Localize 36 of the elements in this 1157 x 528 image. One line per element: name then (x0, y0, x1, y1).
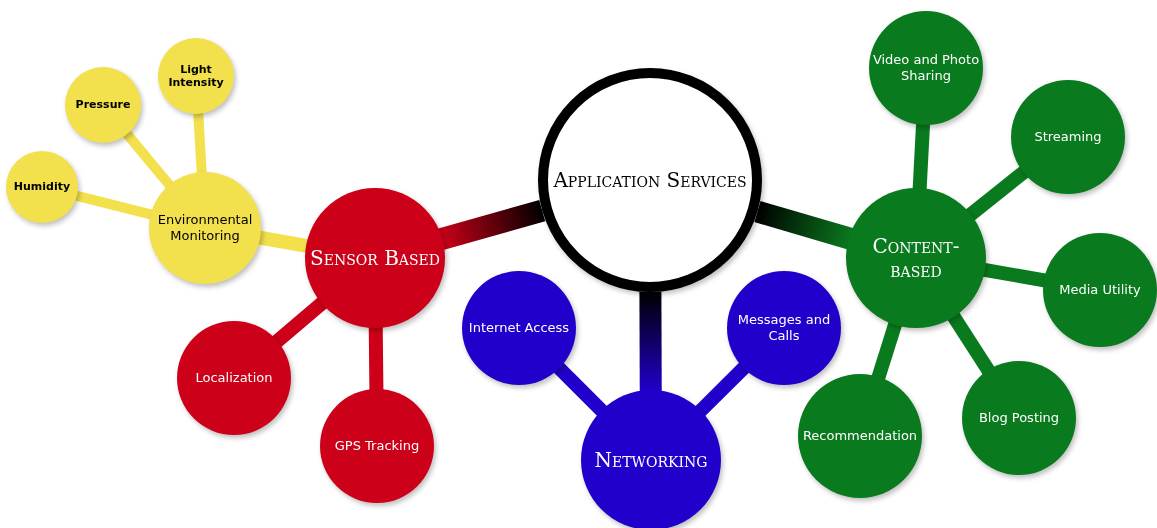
topic-circle (846, 188, 986, 328)
subtopic-circle (962, 361, 1076, 475)
branch-connector (368, 325, 384, 392)
leaf-circle (6, 151, 78, 223)
branch-connector (552, 361, 608, 417)
topic-label: Networking (594, 448, 708, 472)
topic-label: Video and Photo Sharing (871, 52, 981, 84)
topic-label: Pressure (75, 98, 131, 112)
topic-label: Blog Posting (978, 410, 1060, 426)
topic-label: Humidity (13, 180, 71, 194)
leaf-circle (158, 38, 234, 114)
topic-label: GPS Tracking (334, 438, 420, 454)
branch-connector (754, 200, 854, 250)
topic-label: Content-based (871, 234, 961, 282)
topic-label: Application Services (553, 168, 747, 192)
branch-connector (193, 111, 207, 175)
topic-label: Localization (195, 370, 273, 386)
topic-label: Internet Access (468, 320, 570, 336)
topic-label: Light Intensity (167, 62, 225, 90)
subtopic-circle (149, 172, 261, 284)
branch-connector (122, 129, 175, 190)
branch-connector (964, 165, 1030, 222)
branch-connector (639, 291, 662, 393)
topic-label: Streaming (1034, 129, 1102, 145)
subtopic-circle (727, 271, 841, 385)
leaf-circle (65, 67, 141, 143)
subtopic-circle (798, 374, 922, 498)
branch-connector (912, 122, 931, 191)
topic-label: Recommendation (802, 428, 918, 444)
branch-connector (694, 361, 750, 418)
topic-label: Messages and Calls (736, 312, 832, 344)
branch-connector (437, 199, 546, 251)
topic-label: Environmental Monitoring (156, 212, 254, 244)
subtopic-circle (1011, 80, 1125, 194)
topic-label: Media Utility (1059, 282, 1141, 298)
topic-label: Sensor Based (310, 246, 440, 270)
